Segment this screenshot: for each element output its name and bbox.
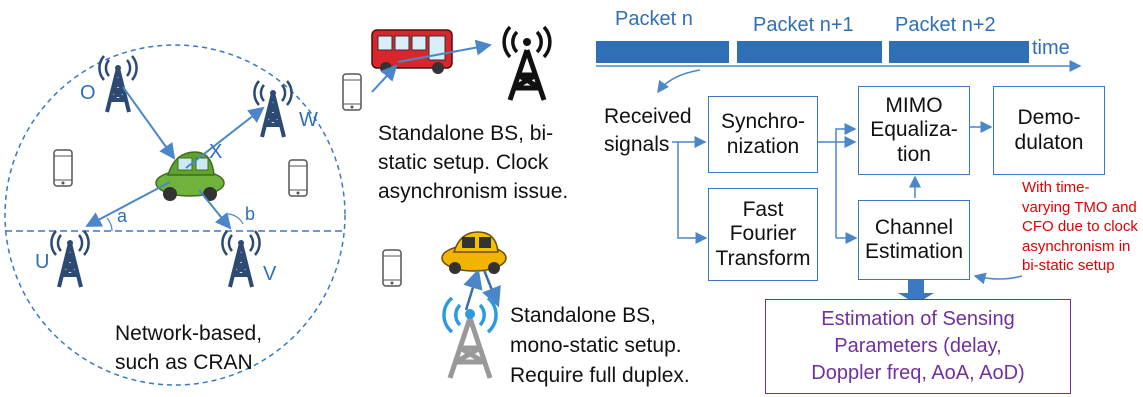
received-line2: signals (604, 133, 670, 156)
sensing-parameters-box: Estimation of Sensing Parameters (delay,… (765, 299, 1071, 394)
tower-u-icon (49, 229, 91, 289)
note-line: varying TMO and (1022, 198, 1137, 216)
mimo-box: MIMO Equaliza- tion (858, 86, 970, 175)
angle-a-label: a (117, 206, 128, 226)
fft-line3: Transform (715, 246, 811, 270)
phone-icon (53, 149, 73, 187)
sync-line2: nization (726, 134, 800, 158)
phone-icon (382, 249, 402, 287)
chest-line2: Estimation (864, 240, 964, 263)
phone-icon (342, 73, 362, 111)
bistatic-line1: Standalone BS, bi- (378, 122, 554, 145)
channel-estimation-box: Channel Estimation (858, 200, 970, 280)
bistatic-line3: asynchronism issue. (378, 180, 569, 203)
fft-box: Fast Fourier Transform (708, 188, 818, 281)
note-line: CFO due to clock (1022, 218, 1138, 235)
node-v-label: V (263, 263, 277, 285)
phone-icon (288, 159, 308, 197)
yellow-car-icon (441, 231, 507, 274)
demod-box: Demo- dulaton (993, 86, 1105, 175)
packet-label: Packet n+2 (895, 14, 996, 36)
fft-line1: Fast (742, 198, 784, 222)
sync-line1: Synchro- (720, 110, 806, 134)
network-boundary (4, 44, 346, 386)
tower-w-icon (252, 79, 294, 139)
mimo-line2: Equaliza- (870, 118, 958, 142)
network-caption-line2: such as CRAN (115, 351, 253, 374)
sync-box: Synchro- nization (708, 96, 818, 173)
node-w-label: W (299, 109, 318, 131)
time-axis-label: time (1032, 37, 1070, 59)
packet-label: Packet n (615, 8, 693, 30)
note-line: asynchronism in (1022, 237, 1131, 255)
bus-icon (371, 29, 453, 74)
chest-line1: Channel (874, 215, 954, 239)
monostatic-line3: Require full duplex. (510, 364, 690, 387)
monostatic-line2: mono-static setup. (510, 334, 682, 357)
mimo-line3: tion (897, 142, 931, 166)
received-line1: Received (604, 105, 692, 128)
packet-bar (889, 41, 1029, 63)
tower-o-icon (97, 54, 139, 114)
bistatic-line2: static setup. Clock (378, 151, 549, 174)
sensing-line: Estimation of Sensing (821, 308, 1015, 330)
clock-note: With time- varying TMO and CFO due to cl… (1022, 178, 1138, 276)
fft-line2: Fourier (729, 222, 797, 246)
tower-v-icon (220, 229, 262, 289)
node-o-label: O (80, 82, 96, 104)
monostatic-line1: Standalone BS, (510, 304, 656, 327)
bistatic-tower-icon (502, 25, 552, 101)
sensing-line: Parameters (delay, (834, 335, 1002, 357)
demod-line1: Demo- (1017, 106, 1081, 130)
mimo-line1: MIMO (885, 94, 943, 118)
note-line: With time- (1022, 179, 1090, 196)
packet-bar (737, 41, 882, 63)
note-line: bi-static setup (1022, 257, 1115, 274)
demod-line2: dulaton (1014, 130, 1084, 154)
node-u-label: U (35, 251, 50, 273)
sensing-line: Doppler freq, AoA, AoD) (811, 362, 1025, 384)
packet-bar (596, 41, 729, 63)
network-caption-line1: Network-based, (115, 322, 263, 345)
angle-b-label: b (245, 204, 256, 224)
packet-label: Packet n+1 (753, 14, 854, 36)
monostatic-tower-icon (442, 296, 498, 379)
node-x-label: X (209, 141, 223, 163)
